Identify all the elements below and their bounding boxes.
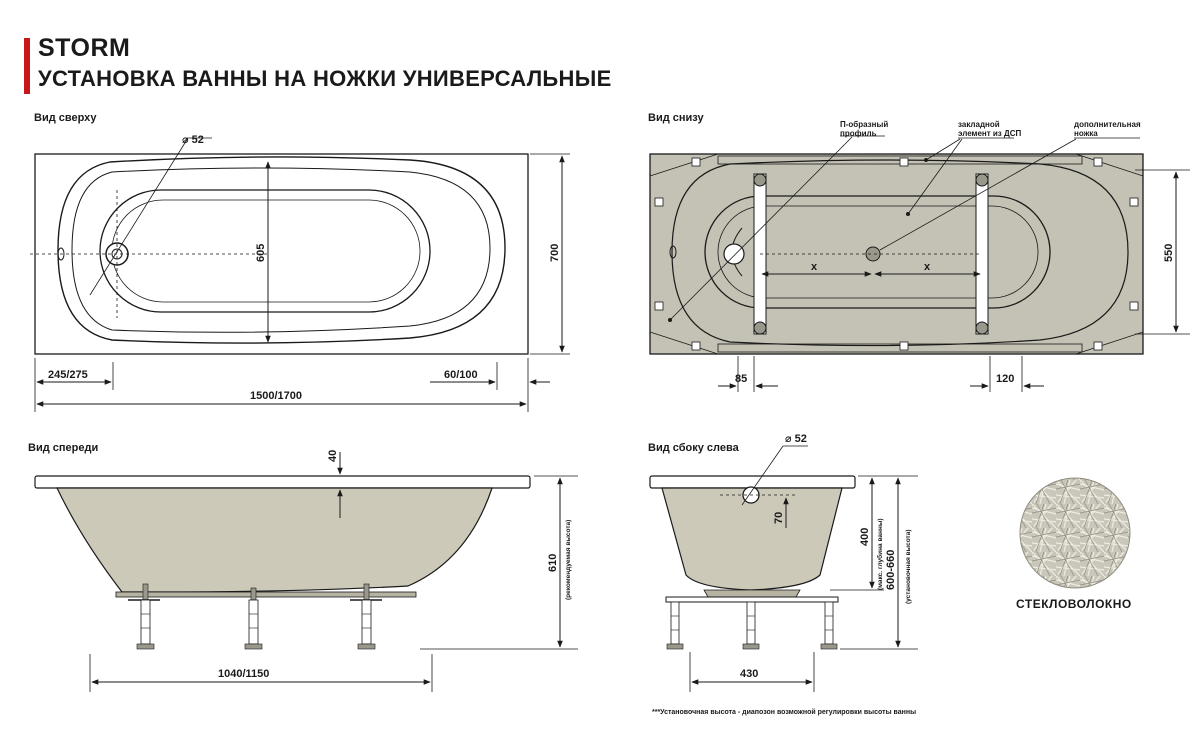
top-bowl-outline bbox=[57, 156, 506, 344]
page-title: STORM bbox=[38, 34, 131, 62]
x-right-label: x bbox=[924, 261, 931, 273]
inner-width-label: 605 bbox=[255, 244, 267, 262]
leg-mount-left-top bbox=[753, 173, 767, 187]
bottom-drain bbox=[723, 243, 745, 265]
side-depth-note: (макс. глубина ванны) bbox=[876, 518, 884, 590]
bottom-corner-braces bbox=[649, 153, 1144, 355]
side-view: ⌀ 52 70 bbox=[649, 433, 918, 692]
front-height-label: 610 bbox=[547, 554, 559, 572]
top-view: ⌀ 52 605 700 245/275 60/100 1500/1700 bbox=[30, 134, 570, 412]
front-leg-3 bbox=[350, 583, 382, 650]
front-span-label: 1040/1150 bbox=[218, 668, 269, 680]
bottom-width-label: 550 bbox=[1163, 244, 1175, 262]
length-label: 1500/1700 bbox=[250, 390, 302, 402]
side-span-label: 430 bbox=[740, 668, 758, 680]
leg-mount-right-bottom bbox=[975, 321, 989, 335]
front-view: 40 610 (рекомендуемая высота) 1040/1150 bbox=[34, 450, 578, 692]
overflow-hole bbox=[57, 247, 65, 261]
side-leg-center bbox=[742, 601, 760, 650]
bottom-shell-outline bbox=[671, 159, 1129, 347]
top-floor-outline bbox=[99, 189, 431, 313]
rim-label: 40 bbox=[327, 450, 339, 462]
footnote: ***Установочная высота - диапозон возмож… bbox=[652, 709, 917, 716]
callout-insert-dot-b bbox=[906, 212, 910, 216]
mounting-pads bbox=[654, 157, 1139, 351]
bottom-view-label: Вид снизу bbox=[648, 112, 704, 124]
callout-insert-leader-b bbox=[907, 138, 963, 215]
callout-insert-leader-a bbox=[925, 138, 961, 161]
total-width-label: 700 bbox=[549, 244, 561, 262]
diameter-leader bbox=[89, 137, 189, 296]
right-offset-label: 60/100 bbox=[444, 369, 478, 381]
side-height-note: (установочная высота) bbox=[905, 530, 912, 605]
front-view-label: Вид спереди bbox=[28, 442, 99, 454]
front-shell bbox=[56, 487, 493, 593]
front-frame bbox=[115, 591, 417, 598]
bottom-view: x x П-образный профиль закладной элемент… bbox=[649, 120, 1190, 392]
side-rim bbox=[649, 475, 856, 489]
callout-insert-dot-a bbox=[924, 158, 928, 162]
side-frame bbox=[665, 596, 839, 603]
side-diameter-leader bbox=[741, 445, 784, 506]
side-view-label: Вид сбоку слева bbox=[648, 442, 739, 454]
front-leg-2 bbox=[244, 587, 263, 650]
diameter-label-top: ⌀ 52 bbox=[182, 134, 204, 146]
callout-leg-leader bbox=[879, 138, 1077, 251]
front-rim bbox=[34, 475, 531, 489]
page-subtitle: УСТАНОВКА ВАННЫ НА НОЖКИ УНИВЕРСАЛЬНЫЕ bbox=[38, 66, 612, 91]
bottom-floor-inner bbox=[717, 205, 1039, 299]
bottom-floor-outline bbox=[704, 195, 1051, 309]
brand-accent-bar bbox=[24, 38, 30, 94]
leg-mount-left-bottom bbox=[753, 321, 767, 335]
front-height-note: (рекомендуемая высота) bbox=[565, 520, 572, 600]
bottom-overflow bbox=[669, 245, 677, 259]
side-drain-label: 70 bbox=[773, 512, 785, 524]
fiberglass-texture bbox=[1019, 477, 1131, 589]
top-bowl-inner bbox=[71, 167, 491, 333]
front-leg-1 bbox=[128, 583, 160, 650]
side-depth-label: 400 bbox=[859, 528, 871, 546]
callout-profile-leader bbox=[669, 136, 853, 321]
callout-insert-label: закладной элемент из ДСП bbox=[958, 120, 1021, 138]
x-left-label: x bbox=[811, 261, 818, 273]
left-offset-label: 245/275 bbox=[48, 369, 88, 381]
side-leg-right bbox=[820, 601, 838, 650]
material-label: СТЕКЛОВОЛОКНО bbox=[1016, 597, 1132, 611]
top-view-label: Вид сверху bbox=[34, 112, 97, 124]
leg-mount-right-top bbox=[975, 173, 989, 187]
callout-profile-label: П-образный профиль bbox=[840, 120, 890, 138]
side-height-label: 600-660 bbox=[885, 550, 897, 590]
callout-leg-label: дополнительная ножка bbox=[1074, 120, 1143, 138]
dim120-label: 120 bbox=[996, 373, 1014, 385]
callout-profile-dot bbox=[668, 318, 672, 322]
dim85-label: 85 bbox=[735, 373, 747, 385]
side-base bbox=[703, 589, 801, 598]
side-leg-left bbox=[666, 601, 684, 650]
material-swatch bbox=[1019, 477, 1131, 589]
side-diameter-label: ⌀ 52 bbox=[785, 433, 807, 445]
